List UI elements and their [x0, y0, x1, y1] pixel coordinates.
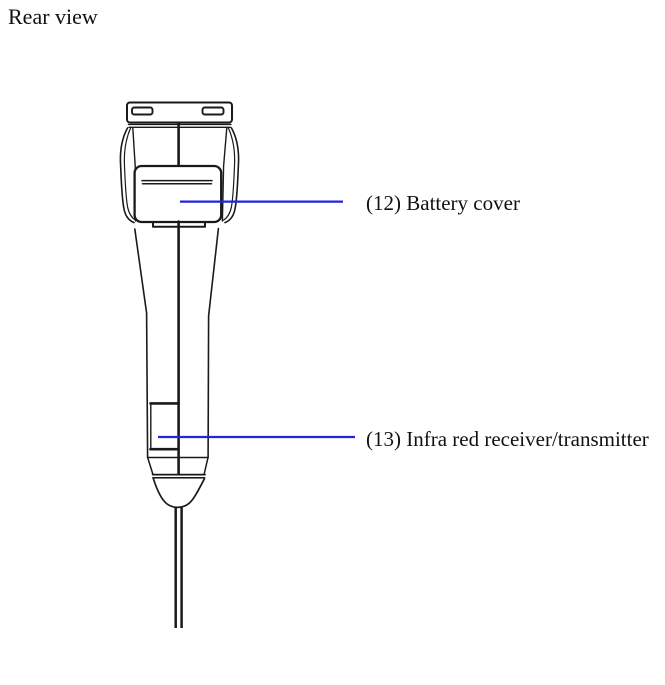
side-grip-right-inner [222, 127, 236, 221]
vent-slot-left-icon [131, 106, 154, 116]
collar-side-right [203, 457, 209, 475]
callout-battery-cover: (12) Battery cover [366, 191, 520, 215]
handle-edge-left [134, 228, 149, 459]
side-grip-left-inner [123, 127, 137, 221]
handle-edge-right [207, 227, 220, 459]
vent-slot-right-icon [201, 106, 225, 116]
strain-relief-cone [152, 477, 206, 509]
collar-side-left [147, 457, 154, 475]
head-face-edge-right [221, 127, 228, 222]
callout-infra-red-receiver-transmitter: (13) Infra red receiver/transmitter [366, 427, 649, 451]
side-grip-right-outer [224, 127, 240, 224]
battery-cover [133, 164, 223, 224]
side-grip-left-outer [119, 127, 135, 224]
page-title: Rear view [8, 4, 98, 29]
